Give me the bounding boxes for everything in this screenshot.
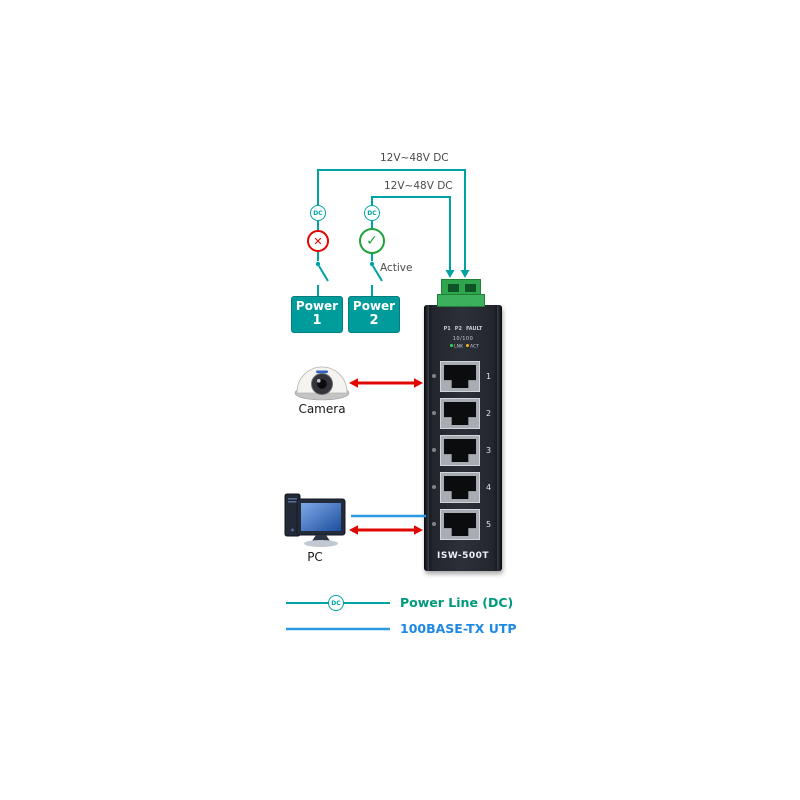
port5-number: 5 <box>486 520 492 529</box>
rj45-port-5 <box>440 509 480 540</box>
switch-model-label: ISW-500T <box>436 551 489 561</box>
power-line-2-label: 12V~48V DC <box>384 180 453 192</box>
rj45-port-5-opening <box>444 513 476 536</box>
power-line-1-arrow-icon <box>460 270 470 278</box>
port-row-1: 1 <box>432 361 496 392</box>
port5-led-icon <box>432 522 436 526</box>
camera-illustration <box>292 354 352 406</box>
camera-arrow-right-icon <box>414 378 423 388</box>
switch-right-rail <box>497 305 502 571</box>
power1-switch-blade-icon <box>318 265 329 282</box>
power-line-2 <box>371 196 451 270</box>
rj45-port-4-opening <box>444 476 476 499</box>
pc-icon <box>284 493 346 547</box>
rj45-port-3 <box>440 435 480 466</box>
lnk-led-icon <box>450 344 454 347</box>
led-p1-label: P1 <box>443 326 451 332</box>
port-row-2: 2 <box>432 398 496 429</box>
led-speed-label: 10/100 <box>452 336 474 342</box>
port2-led-icon <box>432 411 436 415</box>
rj45-port-1 <box>440 361 480 392</box>
power2-ok-icon: ✓ <box>359 228 385 254</box>
dc-badge-1-icon: DC <box>310 205 326 221</box>
power1-fail-icon: ✕ <box>307 230 329 252</box>
legend-utp-label: 100BASE-TX UTP <box>400 621 517 636</box>
power1-title: Power <box>295 299 339 313</box>
port4-number: 4 <box>486 483 492 492</box>
port-row-3: 3 <box>432 435 496 466</box>
power1-number: 1 <box>312 313 322 328</box>
rj45-port-3-opening <box>444 439 476 462</box>
power2-switch-terminal-icon <box>369 261 375 267</box>
port1-number: 1 <box>486 372 492 381</box>
rj45-port-1-opening <box>444 365 476 388</box>
power-line-1-label: 12V~48V DC <box>380 152 449 164</box>
power2-number: 2 <box>369 313 379 328</box>
power2-box: Power 2 <box>348 296 400 333</box>
rj45-port-4 <box>440 472 480 503</box>
camera-label: Camera <box>298 402 346 416</box>
power1-switch-terminal-icon <box>315 261 321 267</box>
port2-number: 2 <box>486 409 492 418</box>
port3-led-icon <box>432 448 436 452</box>
port-row-4: 4 <box>432 472 496 503</box>
port-row-5: 5 <box>432 509 496 540</box>
led-row-link: LNK ACT <box>424 344 502 350</box>
pc-arrow-right-icon <box>414 525 423 535</box>
terminal-hole-1-icon <box>448 284 459 292</box>
pc-label: PC <box>307 550 323 564</box>
port4-led-icon <box>432 485 436 489</box>
lnk-label: LNK <box>454 344 463 350</box>
terminal-hole-2-icon <box>465 284 476 292</box>
legend-power-line-label: Power Line (DC) <box>400 595 514 610</box>
dc-badge-2-icon: DC <box>364 205 380 221</box>
dc-terminal-block-base <box>437 294 485 307</box>
rj45-port-2-opening <box>444 402 476 425</box>
act-label: ACT <box>469 344 479 350</box>
port1-led-icon <box>432 374 436 378</box>
legend-dc-badge-icon: DC <box>328 595 344 611</box>
power2-title: Power <box>352 299 396 313</box>
active-label: Active <box>380 262 413 274</box>
camera-icon <box>294 366 350 401</box>
act-led-icon <box>465 344 469 347</box>
led-p2-label: P2 <box>454 326 462 332</box>
power-line-2-arrow-icon <box>445 270 455 278</box>
rj45-port-2 <box>440 398 480 429</box>
port3-number: 3 <box>486 446 492 455</box>
power1-box: Power 1 <box>291 296 343 333</box>
pc-illustration <box>280 492 350 552</box>
switch-left-rail <box>424 305 429 571</box>
led-fault-label: FAULT <box>465 326 483 332</box>
pc-arrow-left-icon <box>349 525 358 535</box>
